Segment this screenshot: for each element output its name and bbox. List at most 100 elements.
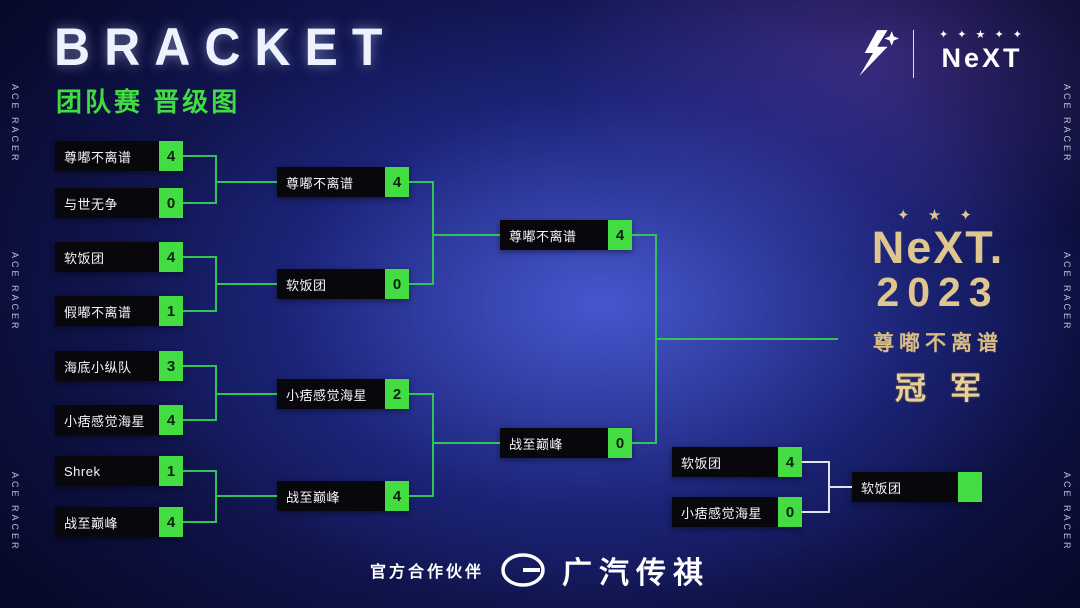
team-score: 2 bbox=[385, 379, 409, 409]
champion-block: ✦ ★ ✦ NeXT. 2023 尊嘟不离谱 冠军 bbox=[842, 206, 1034, 408]
match-team-round1-3: 软饭团 4 bbox=[55, 242, 183, 272]
next-stars-icon: ✦ ✦ ★ ✦ ✦ bbox=[939, 29, 1025, 41]
team-score: 0 bbox=[778, 497, 802, 527]
edge-text: ACE RACER bbox=[10, 472, 20, 552]
connector-line bbox=[183, 365, 215, 367]
match-team-final-2: 战至巅峰 0 bbox=[500, 428, 632, 458]
connector-line bbox=[183, 470, 215, 472]
partner-name: 广汽传祺 bbox=[562, 557, 710, 590]
champion-team: 尊嘟不离谱 bbox=[873, 332, 1003, 356]
team-name: 小痞感觉海星 bbox=[55, 405, 159, 435]
team-score: 1 bbox=[159, 456, 183, 486]
team-name: 小痞感觉海星 bbox=[672, 497, 778, 527]
team-name: 软饭团 bbox=[55, 242, 159, 272]
team-name: 尊嘟不离谱 bbox=[500, 220, 608, 250]
team-score: 0 bbox=[385, 269, 409, 299]
gac-logo-icon bbox=[500, 552, 546, 588]
connector-line bbox=[215, 155, 217, 204]
connector-line bbox=[409, 393, 432, 395]
match-team-round1-4: 假嘟不离谱 1 bbox=[55, 296, 183, 326]
match-team-final-1: 尊嘟不离谱 4 bbox=[500, 220, 632, 250]
match-team-semifinal-1: 尊嘟不离谱 4 bbox=[277, 167, 409, 197]
match-team-round1-5: 海底小纵队 3 bbox=[55, 351, 183, 381]
partner-label: 官方合作伙伴 bbox=[369, 564, 484, 581]
match-team-semifinal-2: 软饭团 0 bbox=[277, 269, 409, 299]
team-name: 软饭团 bbox=[852, 472, 958, 502]
team-name: 软饭团 bbox=[277, 269, 385, 299]
team-score: 0 bbox=[608, 428, 632, 458]
team-name: 与世无争 bbox=[55, 188, 159, 218]
connector-line bbox=[183, 310, 215, 312]
ace-racer-star-icon bbox=[846, 26, 900, 80]
team-name: 假嘟不离谱 bbox=[55, 296, 159, 326]
team-score: 4 bbox=[385, 167, 409, 197]
connector-line bbox=[632, 442, 655, 444]
connector-line bbox=[183, 419, 215, 421]
team-name: 软饭团 bbox=[672, 447, 778, 477]
champion-brand: NeXT. bbox=[871, 222, 1005, 273]
match-team-semifinal-4: 战至巅峰 4 bbox=[277, 481, 409, 511]
connector-line bbox=[215, 495, 277, 497]
footer-partner: 官方合作伙伴 广汽传祺 bbox=[0, 548, 1080, 592]
edge-text: ACE RACER bbox=[10, 84, 20, 164]
header-divider bbox=[913, 30, 914, 78]
connector-line bbox=[432, 393, 434, 497]
match-team-thirdplace-winner: 软饭团 bbox=[852, 472, 982, 502]
connector-line bbox=[632, 234, 655, 236]
connector-line bbox=[215, 393, 277, 395]
team-name: 海底小纵队 bbox=[55, 351, 159, 381]
champion-stars-icon: ✦ ★ ✦ bbox=[897, 207, 979, 224]
match-team-semifinal-3: 小痞感觉海星 2 bbox=[277, 379, 409, 409]
match-team-thirdplace-2: 小痞感觉海星 0 bbox=[672, 497, 802, 527]
team-score: 4 bbox=[608, 220, 632, 250]
team-score: 4 bbox=[159, 405, 183, 435]
connector-line bbox=[183, 256, 215, 258]
connector-line bbox=[432, 234, 500, 236]
next-logo: ✦ ✦ ★ ✦ ✦ NeXT bbox=[928, 28, 1036, 74]
edge-text: ACE RACER bbox=[10, 252, 20, 332]
team-score: 4 bbox=[159, 507, 183, 537]
team-score: 0 bbox=[159, 188, 183, 218]
edge-text: ACE RACER bbox=[1062, 472, 1072, 552]
team-score: 4 bbox=[778, 447, 802, 477]
match-team-round1-1: 尊嘟不离谱 4 bbox=[55, 141, 183, 171]
connector-line bbox=[183, 155, 215, 157]
connector-line bbox=[215, 181, 277, 183]
connector-line bbox=[183, 202, 215, 204]
connector-line bbox=[409, 495, 432, 497]
edge-text: ACE RACER bbox=[1062, 84, 1072, 164]
match-team-round1-6: 小痞感觉海星 4 bbox=[55, 405, 183, 435]
connector-line bbox=[828, 486, 852, 488]
team-name: 小痞感觉海星 bbox=[277, 379, 385, 409]
edge-text: ACE RACER bbox=[1062, 252, 1072, 332]
champion-title: 冠军 bbox=[895, 371, 1005, 407]
team-name: 战至巅峰 bbox=[500, 428, 608, 458]
connector-line bbox=[802, 511, 828, 513]
team-name: 战至巅峰 bbox=[55, 507, 159, 537]
team-score: 4 bbox=[159, 242, 183, 272]
connector-line bbox=[409, 283, 432, 285]
next-wordmark: NeXT bbox=[941, 43, 1023, 74]
page-title: BRACKET bbox=[54, 17, 397, 77]
match-team-thirdplace-1: 软饭团 4 bbox=[672, 447, 802, 477]
connector-line bbox=[802, 461, 828, 463]
champion-year: 2023 bbox=[876, 269, 1000, 316]
team-score bbox=[958, 472, 982, 502]
match-team-round1-8: 战至巅峰 4 bbox=[55, 507, 183, 537]
connector-line bbox=[183, 521, 215, 523]
team-score: 3 bbox=[159, 351, 183, 381]
team-name: 尊嘟不离谱 bbox=[277, 167, 385, 197]
connector-line bbox=[215, 283, 277, 285]
team-name: 尊嘟不离谱 bbox=[55, 141, 159, 171]
team-score: 1 bbox=[159, 296, 183, 326]
team-name: 战至巅峰 bbox=[277, 481, 385, 511]
match-team-round1-2: 与世无争 0 bbox=[55, 188, 183, 218]
match-team-round1-7: Shrek 1 bbox=[55, 456, 183, 486]
connector-line bbox=[409, 181, 432, 183]
team-name: Shrek bbox=[55, 456, 159, 486]
connector-line bbox=[432, 181, 434, 285]
team-score: 4 bbox=[385, 481, 409, 511]
connector-line bbox=[655, 338, 838, 340]
page-subtitle: 团队赛 晋级图 bbox=[56, 87, 241, 117]
